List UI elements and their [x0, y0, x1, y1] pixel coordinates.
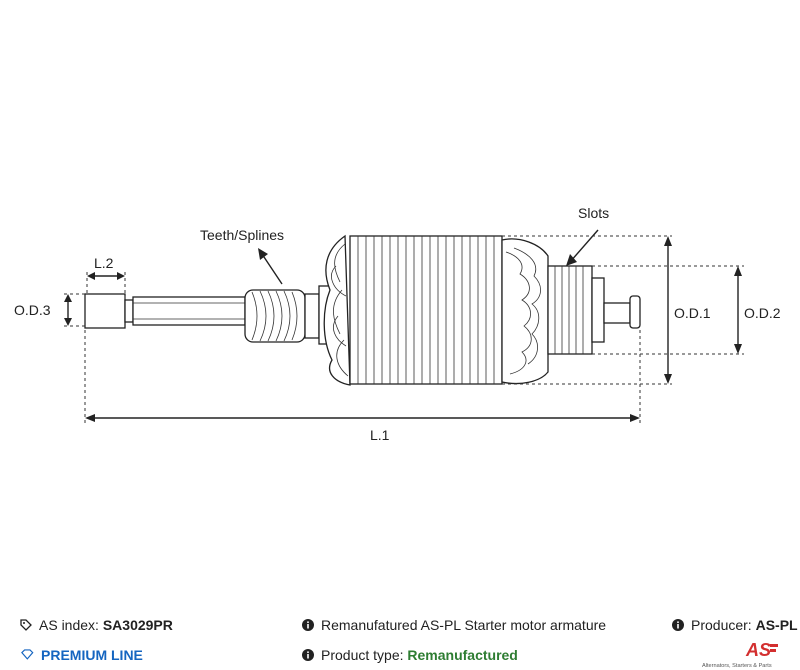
dimension-od1: O.D.1 — [502, 235, 711, 385]
commutator — [547, 265, 605, 355]
info-icon — [302, 649, 314, 661]
label-od2: O.D.2 — [744, 305, 781, 321]
label-l1: L.1 — [370, 427, 390, 443]
shaft-right-tip — [629, 295, 641, 329]
info-icon — [672, 619, 684, 631]
winding-end-left — [323, 234, 351, 386]
dimension-l1: L.1 — [84, 330, 641, 443]
callout-teeth: Teeth/Splines — [200, 227, 284, 285]
product-type-value: Remanufactured — [407, 647, 518, 663]
premium-line-label: PREMIUM LINE — [41, 647, 143, 663]
dimension-od2: O.D.2 — [592, 265, 781, 355]
dimension-od3: O.D.3 — [14, 293, 85, 327]
as-index-value: SA3029PR — [102, 617, 173, 633]
shaft-end-tip — [84, 293, 126, 329]
as-pl-logo: AS Alternators, Starters & Parts — [702, 640, 778, 669]
product-info-footer: AS index: SA3029PR Remanufatured AS-PL S… — [0, 600, 800, 670]
logo-tagline: Alternators, Starters & Parts — [702, 663, 772, 669]
info-icon — [302, 619, 314, 631]
producer-row: Producer: AS-PL — [672, 617, 798, 633]
product-description: Remanufatured AS-PL Starter motor armatu… — [321, 617, 607, 633]
callout-slots: Slots — [566, 205, 609, 266]
dimension-l2: L.2 — [86, 255, 126, 300]
producer-label: Producer: — [691, 617, 752, 633]
producer-value: AS-PL — [755, 617, 798, 633]
armature-core — [349, 235, 503, 385]
description-row: Remanufatured AS-PL Starter motor armatu… — [302, 617, 606, 633]
label-od3: O.D.3 — [14, 302, 51, 318]
product-type-label: Product type: — [321, 647, 404, 663]
product-type-row: Product type: Remanufactured — [302, 647, 518, 663]
as-index-row: AS index: SA3029PR — [20, 617, 173, 633]
armature-technical-drawing: O.D.3 L.2 Teeth/Splines Slots O.D.1 O.D.… — [14, 205, 781, 443]
shaft-right — [603, 302, 631, 324]
label-l2: L.2 — [94, 255, 114, 271]
label-teeth: Teeth/Splines — [200, 227, 284, 243]
logo-mark: AS — [745, 640, 771, 660]
label-od1: O.D.1 — [674, 305, 711, 321]
tag-icon — [20, 619, 32, 631]
label-slots: Slots — [578, 205, 609, 221]
shaft-main — [132, 296, 246, 326]
shaft-collar-small — [124, 299, 134, 323]
splines-gear — [244, 285, 332, 345]
as-index-label: AS index: — [39, 617, 99, 633]
commutator-windings — [501, 238, 549, 385]
diamond-icon — [21, 649, 34, 660]
premium-line-row: PREMIUM LINE — [20, 647, 143, 663]
